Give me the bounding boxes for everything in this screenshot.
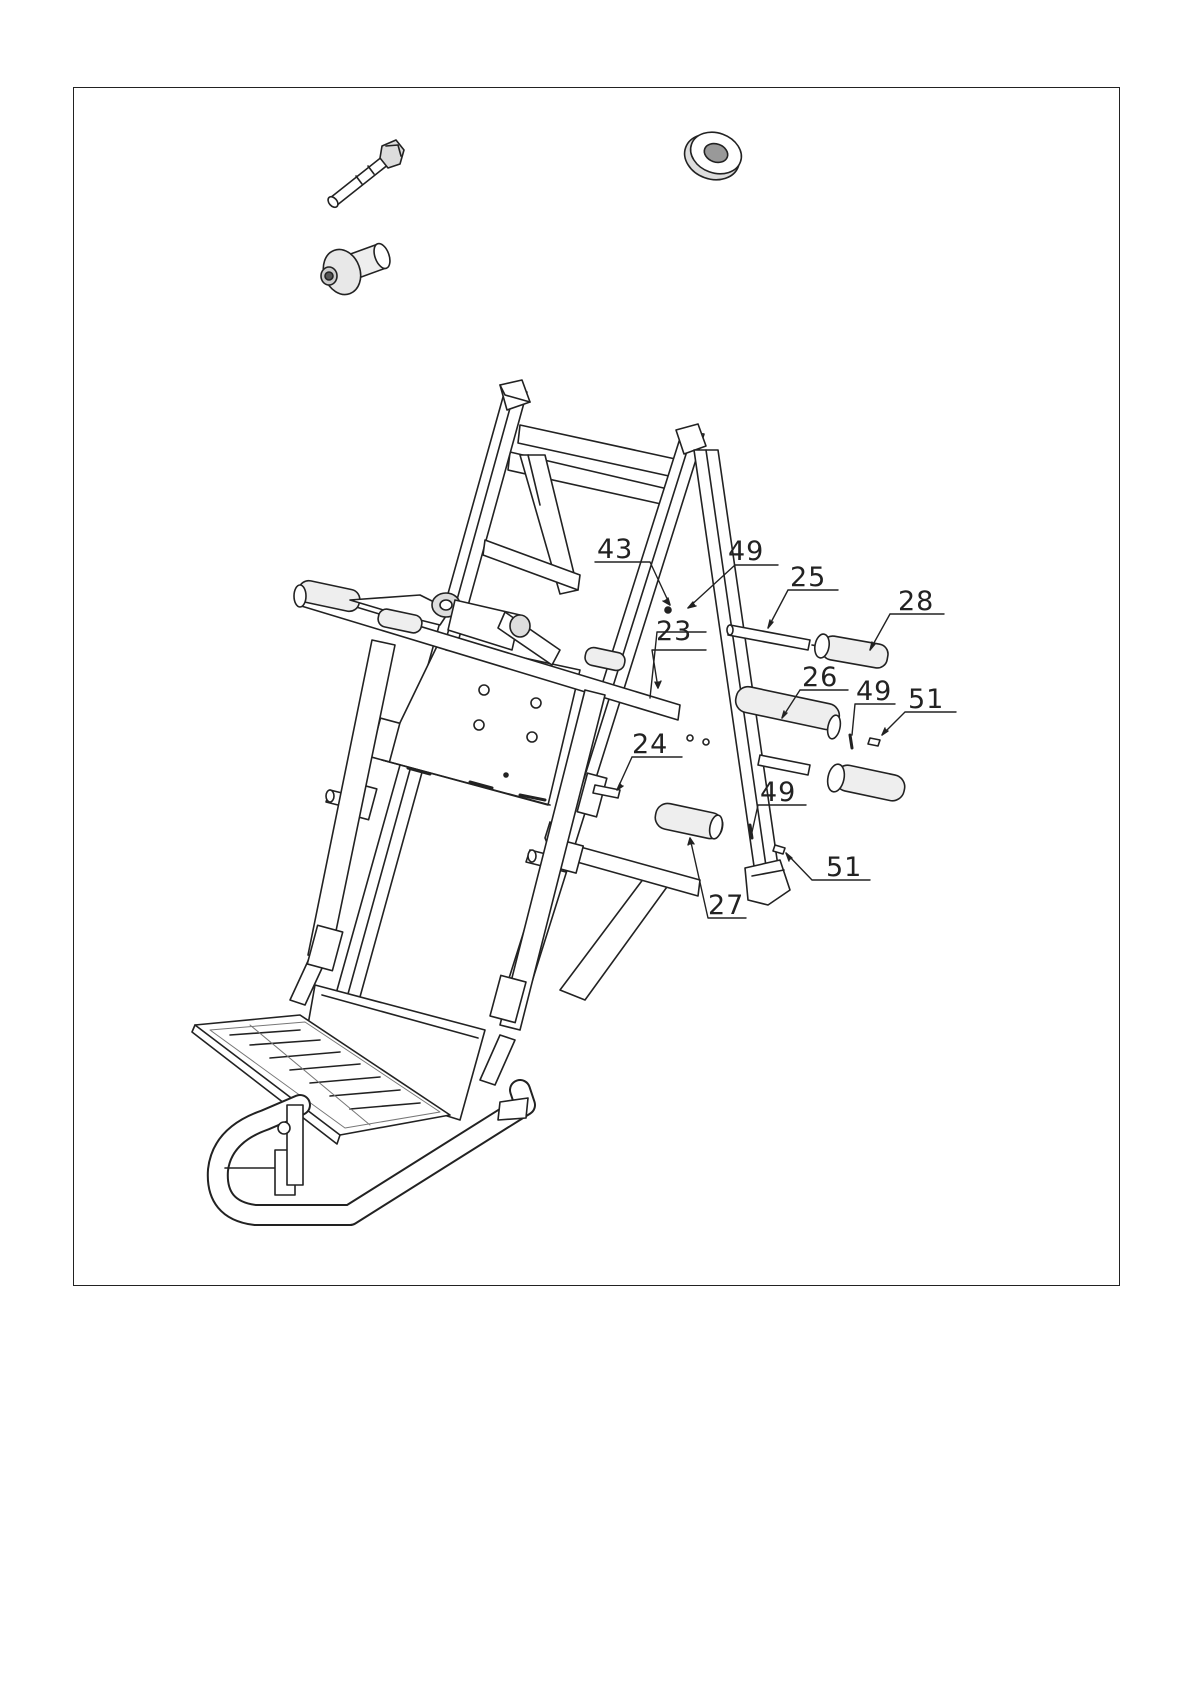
callout-26: 26: [802, 662, 838, 693]
callout-49-low: 49: [760, 777, 796, 808]
callout-51-low: 51: [826, 852, 862, 883]
machine-frame: [192, 380, 907, 1215]
callout-49-mid: 49: [856, 676, 892, 707]
callout-27: 27: [708, 890, 744, 921]
callout-28: 28: [898, 586, 934, 617]
callout-25: 25: [790, 562, 826, 593]
cap-nut-icon: [317, 241, 393, 299]
callout-24: 24: [632, 729, 668, 760]
callout-51-top: 51: [908, 684, 944, 715]
washer-icon: [678, 125, 747, 187]
callout-49-top: 49: [728, 536, 764, 567]
hex-bolt-icon: [326, 140, 404, 209]
callout-43: 43: [597, 534, 633, 565]
callout-23: 23: [656, 616, 692, 647]
